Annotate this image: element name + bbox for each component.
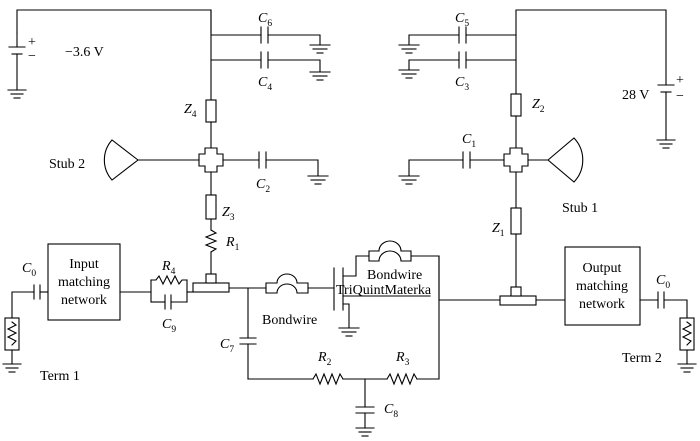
left-tee-junction [192,273,230,293]
bondwire-top: Bondwire [367,240,440,283]
capacitor-c0-output: C0 [639,273,670,309]
c1-label: C1 [462,132,476,150]
c9-label: C9 [162,317,176,335]
input-network-line1: Input [69,257,99,272]
z4-label: Z4 [184,102,197,120]
capacitor-c7: C7 [220,287,257,380]
resistor-r2: R2 [312,350,344,386]
input-matching-network: Input matching network [47,243,121,321]
bondwire-top-label: Bondwire [367,268,422,283]
r4-c9-parallel: R4 C9 [119,259,194,335]
output-network-line1: Output [583,261,622,276]
c3-label: C3 [455,75,469,93]
neg-voltage-label: −3.6 V [65,45,104,60]
term-1: Term 1 [2,291,80,384]
term-2: Term 2 [622,299,697,373]
c0-input-label: C0 [22,261,36,279]
left-battery-plus: + [28,35,36,50]
right-battery: + − 28 V [515,9,684,149]
z1-label: Z1 [492,221,505,239]
output-network-line3: network [579,297,625,312]
bondwire-left: Bondwire [262,273,317,328]
right-battery-plus: + [676,73,684,88]
capacitor-c2: C2 [222,151,329,195]
stub1-label: Stub 1 [562,201,598,216]
c2-label: C2 [256,177,270,195]
r3-label: R3 [395,350,410,368]
output-matching-network: Output matching network [564,246,641,326]
bondwire-left-label: Bondwire [262,313,317,328]
right-tee-junction [499,286,537,306]
capacitor-c1: C1 [398,132,505,185]
left-cross-junction [198,147,224,173]
c4-label: C4 [258,75,272,93]
c5-label: C5 [455,11,469,29]
line-z4: Z4 [184,99,217,149]
pos-voltage-label: 28 V [622,88,649,103]
stub2-label: Stub 2 [49,157,85,172]
c0-output-label: C0 [656,273,670,291]
z3-label: Z3 [222,205,235,223]
term2-label: Term 2 [622,351,662,366]
c7-label: C7 [220,337,234,355]
r2-label: R2 [317,350,332,368]
z2-label: Z2 [532,97,545,115]
right-battery-minus: − [676,89,684,104]
line-z3: Z3 [205,171,235,231]
resistor-r3: R3 [386,350,418,386]
capacitor-c6: C6 [210,11,331,54]
transistor-label: TriQuintMaterka [336,283,432,298]
stub-2: Stub 2 [49,139,200,181]
c8-label: C8 [384,402,398,420]
capacitor-c0-input: C0 [22,261,49,300]
capacitor-c8: C8 [355,378,398,437]
input-network-line2: matching [58,275,110,290]
output-network-line2: matching [576,279,628,294]
c6-label: C6 [258,11,272,29]
stub-1: Stub 1 [527,137,598,216]
capacitor-c4: C4 [210,51,331,93]
left-battery: + − −3.6 V [7,9,212,99]
r1-label: R1 [225,235,240,253]
right-cross-junction [503,147,529,173]
left-battery-minus: − [28,49,36,64]
r4-label: R4 [161,259,176,277]
capacitor-c5: C5 [398,11,517,54]
input-network-line3: network [61,293,107,308]
line-z1: Z1 [492,171,522,292]
transistor: TriQuintMaterka [333,255,432,337]
line-z2: Z2 [510,93,545,149]
capacitor-c3: C3 [398,51,517,93]
term1-label: Term 1 [40,369,80,384]
